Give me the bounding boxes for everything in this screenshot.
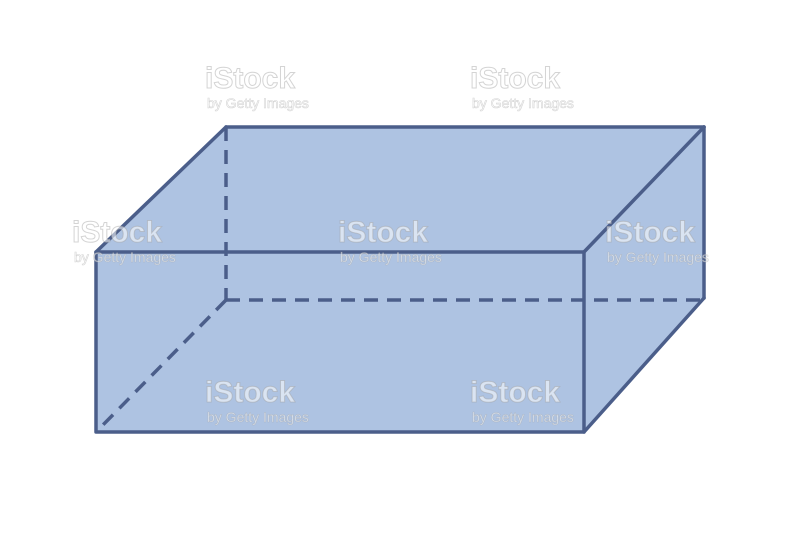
- watermark: iStock by Getty Images: [205, 376, 310, 426]
- watermark-sub: by Getty Images: [472, 95, 574, 111]
- watermark: iStock by Getty Images: [205, 62, 310, 112]
- hidden-edge-left-bottom-depth: [94, 298, 228, 434]
- watermark-sub: by Getty Images: [607, 249, 709, 265]
- watermark-brand: iStock: [338, 216, 428, 249]
- watermark-brand: iStock: [470, 376, 560, 409]
- watermark-sub: by Getty Images: [340, 249, 442, 265]
- visible-edges: [94, 125, 706, 434]
- watermark-brand: iStock: [605, 216, 695, 249]
- watermark: iStock by Getty Images: [470, 62, 575, 112]
- watermark-sub: by Getty Images: [207, 95, 309, 111]
- watermark-sub: by Getty Images: [74, 249, 176, 265]
- edge-top-left-depth: [94, 125, 228, 254]
- edge-top-right-depth: [582, 125, 706, 254]
- edge-bottom-right-depth: [582, 296, 706, 434]
- watermark: iStock by Getty Images: [470, 376, 575, 426]
- watermark: iStock by Getty Images: [72, 216, 177, 266]
- watermark-sub: by Getty Images: [207, 409, 309, 425]
- watermark-brand: iStock: [470, 62, 560, 95]
- hidden-edges: [94, 127, 704, 434]
- prism-faces: [96, 127, 704, 432]
- watermark: iStock by Getty Images: [605, 216, 710, 266]
- front-face-outline: [94, 250, 586, 434]
- watermark-brand: iStock: [205, 376, 295, 409]
- watermark-sub: by Getty Images: [472, 409, 574, 425]
- watermark: iStock by Getty Images: [338, 216, 443, 266]
- watermark-brand: iStock: [205, 62, 295, 95]
- watermark-layer: iStock by Getty Images iStock by Getty I…: [72, 62, 710, 426]
- watermark-brand: iStock: [72, 216, 162, 249]
- prism-body-fill: [96, 127, 704, 432]
